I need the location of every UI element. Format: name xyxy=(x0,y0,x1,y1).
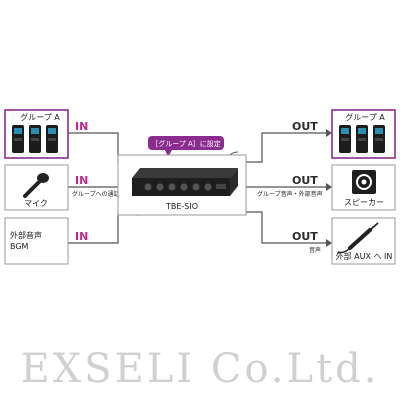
output-line-1 xyxy=(236,132,329,163)
output-direction-label-1: OUT xyxy=(292,120,318,133)
arrow-out-3 xyxy=(326,239,332,247)
input-direction-label-3: IN xyxy=(75,230,88,243)
radio-transceivers-icon xyxy=(12,125,58,153)
output-line-3 xyxy=(236,211,329,244)
input-direction-label-1: IN xyxy=(75,120,88,133)
input-box-microphone-label: マイク xyxy=(24,199,48,208)
output-box-aux-label: 外部 AUX へ IN xyxy=(336,251,393,261)
output-direction-label-3: OUT xyxy=(292,230,318,243)
input-path-label-2: グループへの通話 xyxy=(72,190,120,198)
input-box-microphone xyxy=(4,164,69,211)
speaker-icon xyxy=(352,170,376,194)
aux-cable-icon xyxy=(337,222,379,254)
arrow-out-2 xyxy=(326,183,332,191)
input-box-bgm xyxy=(4,217,69,265)
output-box-group-a-label: グループ A xyxy=(345,112,385,122)
watermark: EXSELI Co.Ltd. xyxy=(20,346,380,392)
callout-text: ［グループ A］に設定 xyxy=(151,139,221,148)
output-path-label-3: 音声 xyxy=(309,246,321,254)
device-name: TBE-SIO xyxy=(165,202,198,211)
output-box-speaker-label: スピーカー xyxy=(344,198,384,207)
input-box-group-a-label: グループ A xyxy=(20,112,60,122)
input-direction-label-2: IN xyxy=(75,174,88,187)
callout-tail xyxy=(165,150,172,157)
output-path-label-2: グループ音声・外部音声 xyxy=(257,190,323,198)
arrow-out-1 xyxy=(326,129,332,137)
mixer-device-icon xyxy=(132,168,238,196)
output-direction-label-2: OUT xyxy=(292,174,318,187)
radio-transceivers-icon xyxy=(339,125,385,153)
output-box-aux xyxy=(331,217,396,265)
callout-bubble xyxy=(148,136,224,150)
microphone-icon xyxy=(23,173,49,198)
